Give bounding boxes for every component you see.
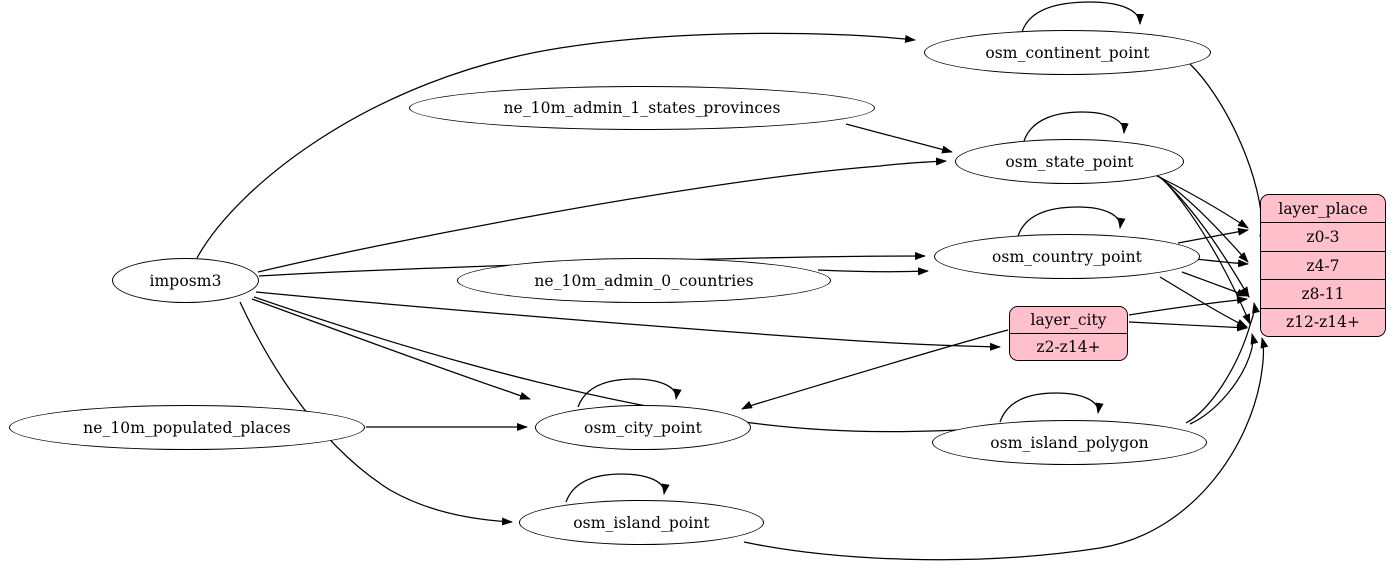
node-imposm3[interactable]: imposm3 <box>112 258 259 303</box>
edge-self-osm_island_point <box>565 473 670 503</box>
layer_place-row-z12-z14[interactable]: z12-z14+ <box>1261 307 1385 336</box>
edge-imposm3-to-osm_state_point <box>257 157 947 273</box>
edge-osm_state_point-to-layer_place-z4-7 <box>1157 175 1249 263</box>
node-layer_city[interactable]: layer_city z2-z14+ <box>1009 306 1128 361</box>
node-osm_continent_point[interactable]: osm_continent_point <box>924 30 1211 75</box>
edge-osm_state_point-to-layer_place-z8-11 <box>1159 176 1250 298</box>
edge-imposm3-to-layer_city <box>255 291 1001 351</box>
node-osm_country_point[interactable]: osm_country_point <box>934 234 1200 279</box>
node-label-osm_city_point: osm_city_point <box>584 418 702 437</box>
edge-imposm3-to-osm_continent_point <box>196 32 916 259</box>
edges-group <box>196 1 1269 561</box>
node-label-osm_island_point: osm_island_point <box>573 513 710 532</box>
layer_city-row-z2-z14[interactable]: z2-z14+ <box>1010 333 1127 360</box>
edge-self-osm_city_point <box>577 378 682 408</box>
node-osm_island_polygon[interactable]: osm_island_polygon <box>932 420 1207 465</box>
node-label-imposm3: imposm3 <box>149 271 222 290</box>
edge-osm_country_point-to-layer_place-z8-11 <box>1181 271 1248 297</box>
edge-osm_island_polygon-to-layer_place-z12-z14 <box>1189 333 1259 425</box>
node-label-ne_10m_admin_1_states_provinces: ne_10m_admin_1_states_provinces <box>503 99 781 117</box>
edge-osm_continent_point-to-layer_place-z0-3 <box>1189 63 1269 237</box>
edge-imposm3-to-osm_island_point <box>239 301 513 526</box>
layer_place-header: layer_place <box>1261 195 1385 223</box>
node-label-osm_continent_point: osm_continent_point <box>985 43 1150 62</box>
node-osm_city_point[interactable]: osm_city_point <box>535 405 751 450</box>
node-label-osm_country_point: osm_country_point <box>992 247 1142 266</box>
node-label-osm_state_point: osm_state_point <box>1005 152 1134 171</box>
edge-osm_country_point-to-layer_place-z4-7 <box>1195 258 1249 268</box>
edge-layer_city-to-layer_place-z8-11 <box>1128 296 1248 316</box>
edge-osm_state_point-to-layer_place-z12-z14 <box>1161 177 1251 325</box>
edge-self-osm_continent_point <box>1021 1 1144 33</box>
node-label-ne_10m_populated_places: ne_10m_populated_places <box>83 418 291 437</box>
node-label-ne_10m_admin_0_countries: ne_10m_admin_0_countries <box>534 271 754 290</box>
layer_place-row-z0-3[interactable]: z0-3 <box>1261 222 1385 251</box>
edge-self-osm_state_point <box>1023 111 1129 142</box>
edge-imposm3-to-osm_city_point <box>251 298 531 400</box>
edge-osm_country_point-to-layer_place-z0-3 <box>1177 227 1249 244</box>
node-ne_10m_admin_1_states_provinces[interactable]: ne_10m_admin_1_states_provinces <box>409 86 875 130</box>
layer_place-row-z8-11[interactable]: z8-11 <box>1261 279 1385 308</box>
node-ne_10m_admin_0_countries[interactable]: ne_10m_admin_0_countries <box>457 258 831 303</box>
edge-osm_state_point-to-layer_place-z0-3 <box>1154 174 1249 229</box>
node-label-osm_island_polygon: osm_island_polygon <box>990 433 1149 452</box>
node-osm_island_point[interactable]: osm_island_point <box>519 500 764 545</box>
edge-ne_states-to-osm_state_point <box>845 123 953 154</box>
edge-layer_city-to-osm_city_point <box>741 329 1009 410</box>
edge-osm_country_point-to-layer_place-z12-z14 <box>1159 276 1248 328</box>
edge-osm_island_point-to-layer_place-z12-z14 <box>743 337 1269 561</box>
edge-layer_city-to-layer_place-z12-z14 <box>1128 321 1248 332</box>
edge-osm_island_polygon-to-layer_place-z8-11 <box>1185 302 1260 424</box>
edge-ne_countries-to-osm_country_point <box>817 267 929 276</box>
edge-self-osm_island_polygon <box>999 392 1104 423</box>
node-ne_10m_populated_places[interactable]: ne_10m_populated_places <box>9 405 365 450</box>
layer_city-header: layer_city <box>1010 307 1127 333</box>
node-osm_state_point[interactable]: osm_state_point <box>955 139 1184 184</box>
edge-self-osm_country_point <box>1017 206 1126 237</box>
layer_place-row-z4-7[interactable]: z4-7 <box>1261 250 1385 280</box>
node-layer_place[interactable]: layer_place z0-3 z4-7 z8-11 z12-z14+ <box>1260 194 1386 337</box>
